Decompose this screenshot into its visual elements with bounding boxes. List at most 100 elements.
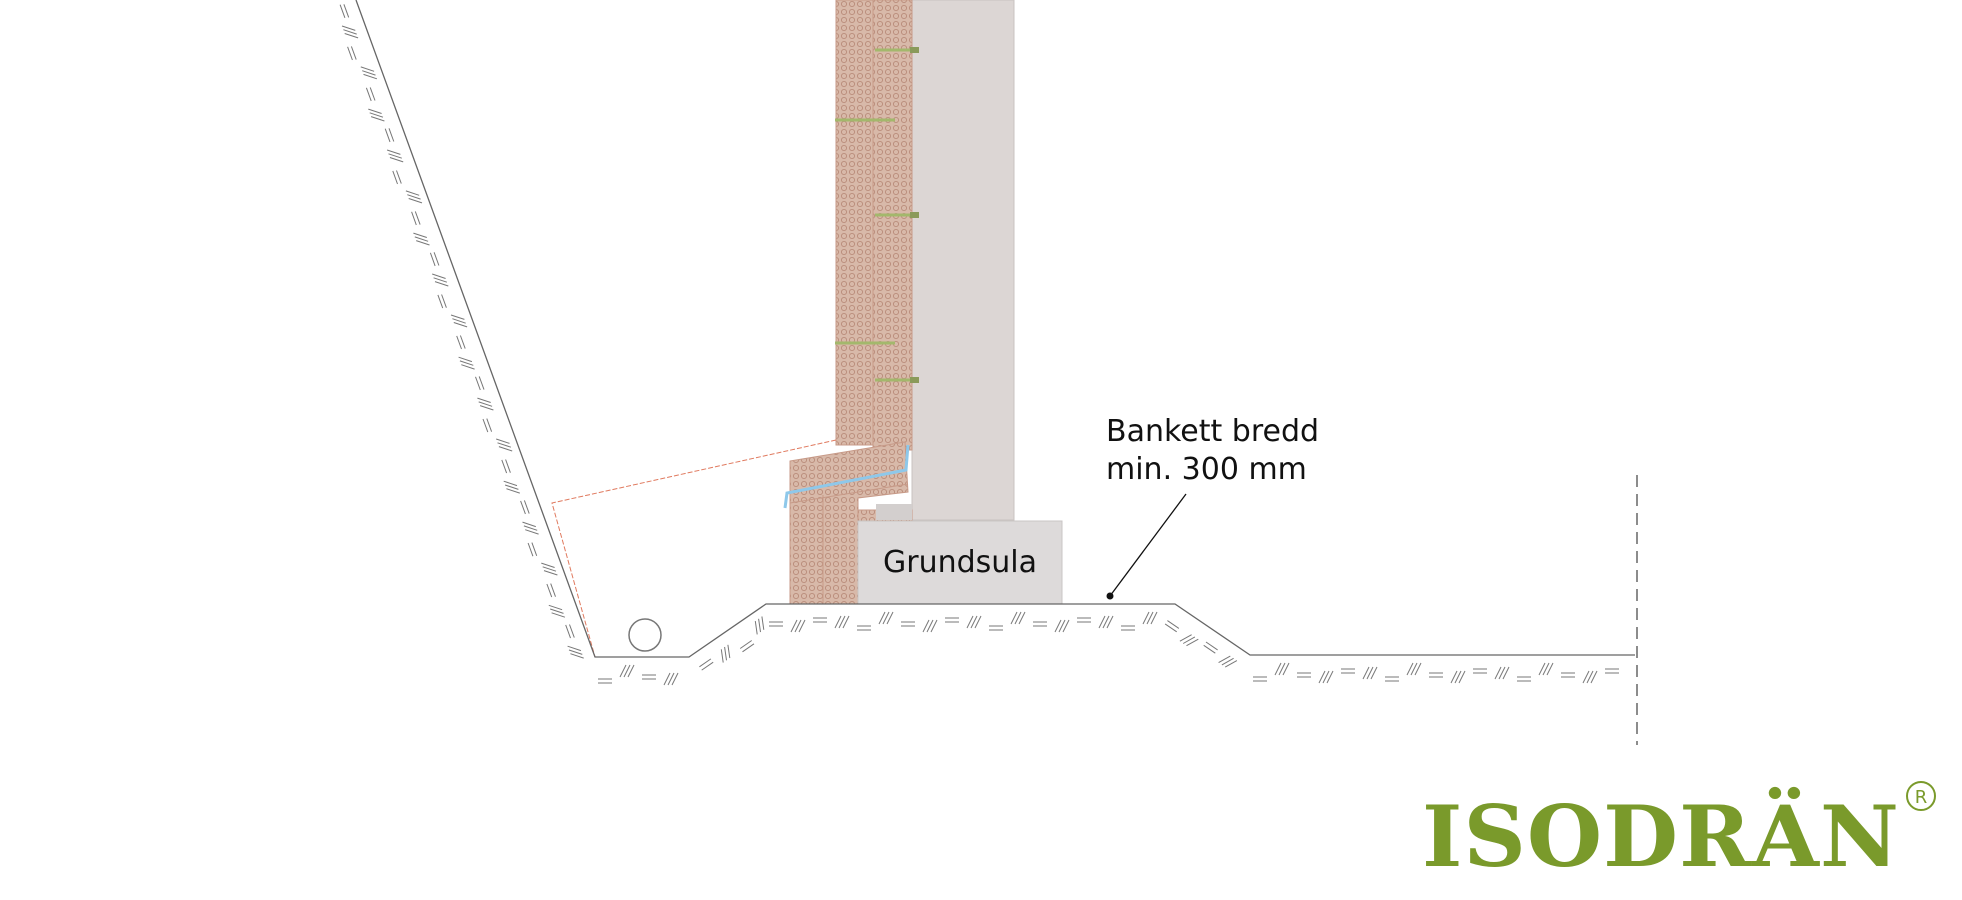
hatch-stroke: [671, 672, 679, 686]
bench-width-label-line1: Bankett bredd: [1106, 414, 1319, 449]
hatch-stroke: [360, 66, 375, 72]
hatch-stroke: [701, 661, 714, 671]
hatch-stroke: [523, 525, 538, 531]
hatch-stroke: [363, 73, 378, 80]
hatch-stroke: [477, 397, 491, 403]
bench-width-leader: [1109, 493, 1187, 597]
hatch-stroke: [365, 87, 372, 102]
hatch-stroke: [458, 356, 473, 363]
hatch-stroke: [461, 364, 475, 370]
hatch-stroke: [1062, 619, 1070, 633]
hatch-stroke: [1362, 666, 1370, 680]
ground-profile: [355, 0, 1635, 658]
hatch-stroke: [1410, 662, 1418, 676]
hatch-stroke: [479, 405, 494, 411]
hatch-stroke: [437, 294, 444, 309]
hatch-stroke: [386, 149, 401, 155]
hatch-stroke: [475, 376, 481, 391]
hatch-stroke: [1326, 670, 1334, 684]
footing: [857, 520, 1063, 605]
hatch-stroke: [362, 70, 376, 76]
insulation-board-outer: [835, 0, 874, 446]
hatch-stroke: [478, 401, 493, 407]
hatch-stroke: [1502, 666, 1510, 680]
hatch-stroke: [1102, 615, 1110, 629]
hatch-stroke: [720, 649, 724, 663]
hatch-stroke: [878, 611, 886, 625]
hatch-stroke: [341, 25, 356, 31]
hatch-stroke: [1366, 666, 1374, 680]
hatch-stroke: [1494, 666, 1502, 680]
hatch-stroke: [1450, 670, 1458, 684]
hatch-stroke: [1010, 611, 1018, 625]
hatch-stroke: [1278, 662, 1286, 676]
hatch-stroke: [619, 664, 627, 678]
hatch-stroke: [434, 281, 449, 287]
hatch-stroke: [520, 500, 526, 515]
hatch-stroke: [411, 211, 417, 226]
hatch-stroke: [388, 128, 395, 142]
hatch-stroke: [663, 672, 671, 686]
hatch-stroke: [1167, 620, 1180, 629]
hatch-stroke: [1150, 611, 1158, 625]
hatch-stroke: [541, 562, 555, 568]
hatch-stroke: [798, 619, 806, 633]
hatch-stroke: [1098, 615, 1106, 629]
hatch-stroke: [1218, 655, 1231, 664]
hatch-stroke: [699, 658, 712, 668]
hatch-stroke: [543, 570, 558, 576]
hatch-stroke: [497, 442, 512, 448]
hatch-stroke: [727, 644, 731, 659]
membrane-strip: [783, 444, 910, 509]
hatch-stroke: [407, 194, 421, 200]
hatch-stroke: [1582, 670, 1590, 684]
hatch-stroke: [459, 335, 466, 349]
hatch-stroke: [408, 198, 423, 204]
hatch-stroke: [565, 624, 571, 639]
hatch-stroke: [350, 46, 357, 60]
hatch-stroke: [548, 604, 563, 611]
hatch-stroke: [369, 112, 384, 118]
hatch-stroke: [452, 318, 466, 324]
hatch-stroke: [627, 664, 635, 678]
hatch-stroke: [1014, 611, 1022, 625]
hatch-stroke: [550, 583, 556, 597]
hatch-stroke: [1018, 611, 1026, 625]
hatch-stroke: [1542, 662, 1550, 676]
hatch-stroke: [504, 484, 519, 490]
hatch-stroke: [527, 542, 534, 557]
hatch-stroke: [754, 621, 758, 635]
hatch-stroke: [834, 615, 842, 629]
hatch-stroke: [531, 542, 538, 556]
hatch-stroke: [416, 240, 430, 246]
hatch-stroke: [486, 418, 493, 432]
hatch-stroke: [1322, 670, 1330, 684]
hatch-stroke: [392, 170, 398, 185]
hatch-stroke: [522, 521, 536, 528]
hatch-stroke: [441, 294, 447, 308]
hatch-stroke: [1205, 641, 1218, 651]
soil-hatching: [339, 4, 1619, 686]
hatch-stroke: [384, 128, 391, 143]
hatch-stroke: [496, 438, 510, 444]
hatch-stroke: [886, 611, 894, 625]
hatch-stroke: [1538, 662, 1546, 676]
hatch-stroke: [842, 615, 850, 629]
hatch-stroke: [413, 232, 427, 238]
hatch-stroke: [347, 46, 353, 61]
hatch-stroke: [414, 236, 429, 242]
hatch-stroke: [761, 616, 765, 630]
hatch-stroke: [1221, 657, 1234, 666]
hatch-stroke: [1146, 611, 1154, 625]
hatch-stroke: [506, 488, 520, 494]
hatch-stroke: [1590, 670, 1598, 684]
hatch-stroke: [1164, 623, 1177, 633]
drain-pipe-icon: [628, 618, 662, 652]
hatch-stroke: [966, 615, 974, 629]
hatch-stroke: [1274, 662, 1282, 676]
hatch-stroke: [1546, 662, 1554, 676]
hatch-stroke: [414, 211, 421, 225]
hatch-stroke: [370, 116, 385, 122]
insulation-board-inner: [872, 0, 913, 451]
hatch-stroke: [567, 645, 582, 652]
